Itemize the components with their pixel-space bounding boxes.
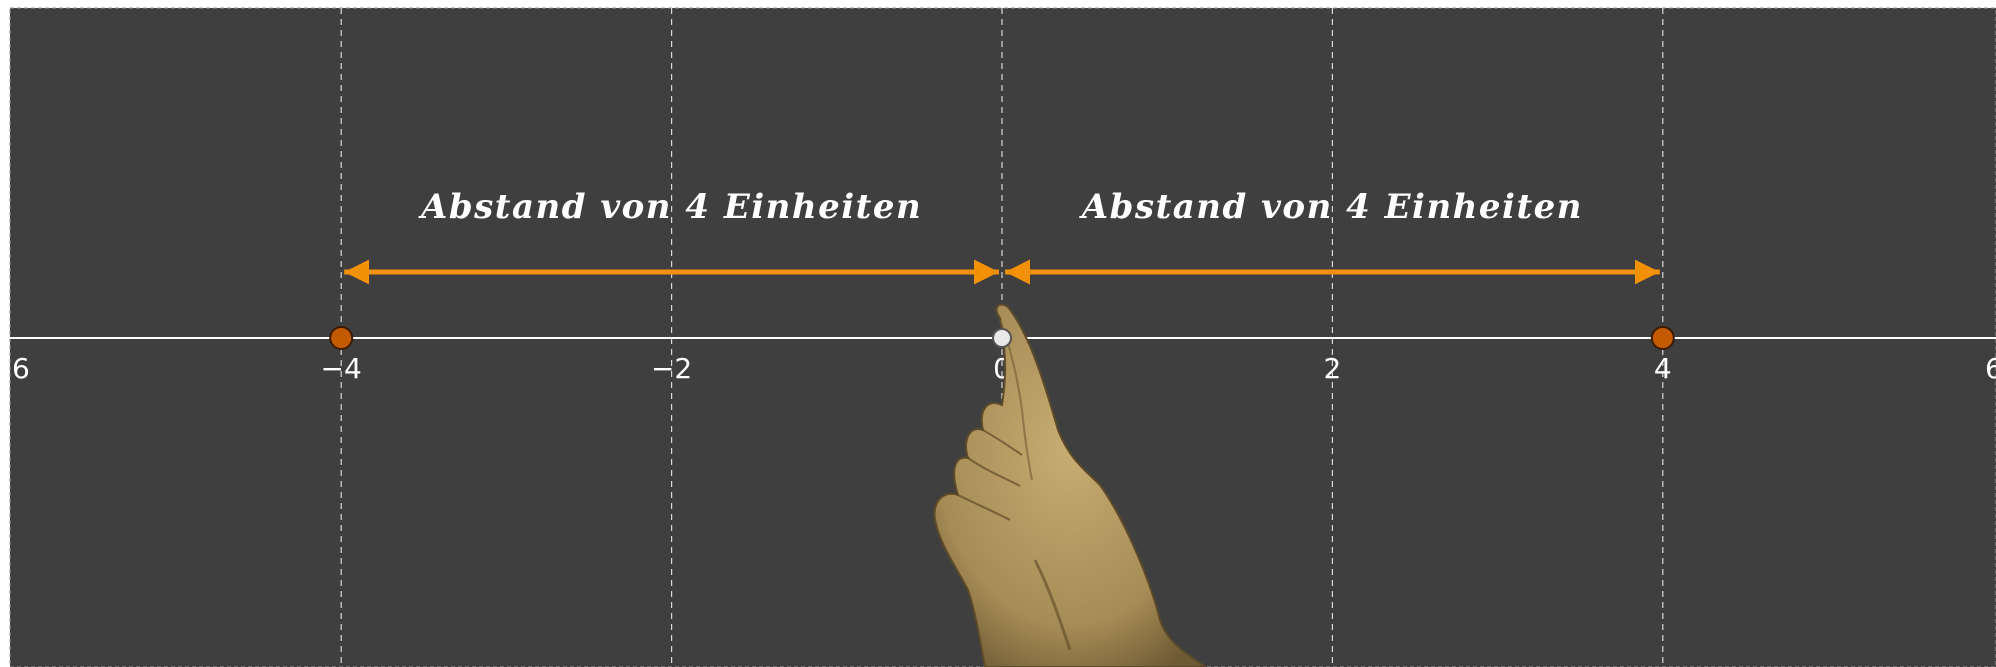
tick-label--4: −4 <box>321 352 362 385</box>
point--4 <box>330 327 352 349</box>
tick-label--6: 6 <box>12 352 30 385</box>
tick-label-2: 2 <box>1323 352 1341 385</box>
point-0 <box>993 329 1011 347</box>
point-4 <box>1652 327 1674 349</box>
distance-label-1: Abstand von 4 Einheiten <box>418 187 922 227</box>
distance-label-2: Abstand von 4 Einheiten <box>1079 187 1583 227</box>
tick-label-6: 6 <box>1985 352 1996 385</box>
tick-label--2: −2 <box>651 352 692 385</box>
tick-label-4: 4 <box>1654 352 1672 385</box>
